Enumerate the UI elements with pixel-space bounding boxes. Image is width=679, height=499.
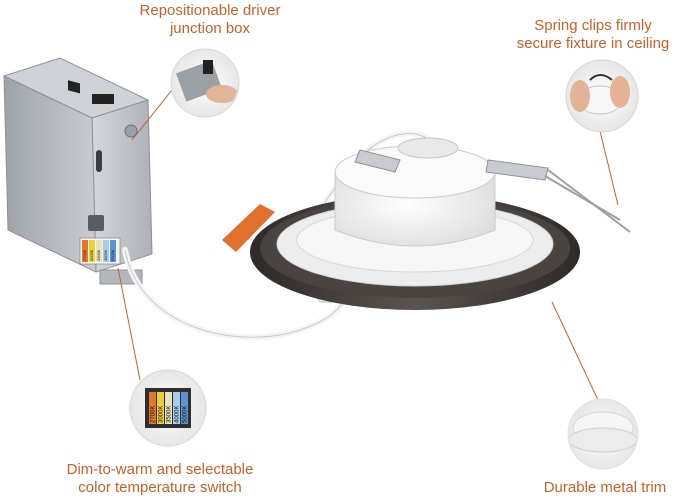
inset-switch-closeup <box>129 369 207 447</box>
switch-label-inset: 2700K <box>151 406 157 423</box>
inset-trim-closeup <box>567 398 639 470</box>
junction-box <box>2 57 153 285</box>
callout-driver-line1: Repositionable driver <box>139 2 281 19</box>
inset-spring-clips <box>565 59 639 133</box>
callout-driver-line2: junction box <box>169 20 251 37</box>
callout-driver-box: Repositionable driver junction box <box>110 2 310 38</box>
switch-label-box: 5000K <box>110 249 115 261</box>
callout-trim: Durable metal trim <box>530 479 679 497</box>
switch-label-inset: 4000K <box>175 406 181 423</box>
callout-clips-line1: Spring clips firmly <box>534 17 652 34</box>
downlight-fixture <box>222 137 631 310</box>
callout-trim-line1: Durable metal trim <box>543 479 667 496</box>
switch-label-inset: 3000K <box>159 406 165 423</box>
switch-label-inset: 3500K <box>167 406 173 423</box>
switch-label-box: 4000K <box>103 249 108 261</box>
switch-label-box: 3500K <box>96 249 101 261</box>
switch-label-inset: 5000K <box>183 406 189 423</box>
leader-lines <box>117 89 619 401</box>
callout-switch-line2: color temperature switch <box>78 479 242 496</box>
switch-panel <box>79 237 121 265</box>
switch-label-box: 3000K <box>89 249 94 261</box>
callout-switch-line1: Dim-to-warm and selectable <box>66 461 254 478</box>
inset-driver-wiring <box>170 48 240 118</box>
callout-spring-clips: Spring clips firmly secure fixture in ce… <box>498 17 679 53</box>
callout-switch: Dim-to-warm and selectable color tempera… <box>40 461 280 497</box>
switch-label-box: 2700K <box>82 249 87 261</box>
callout-clips-line2: secure fixture in ceiling <box>516 35 670 52</box>
